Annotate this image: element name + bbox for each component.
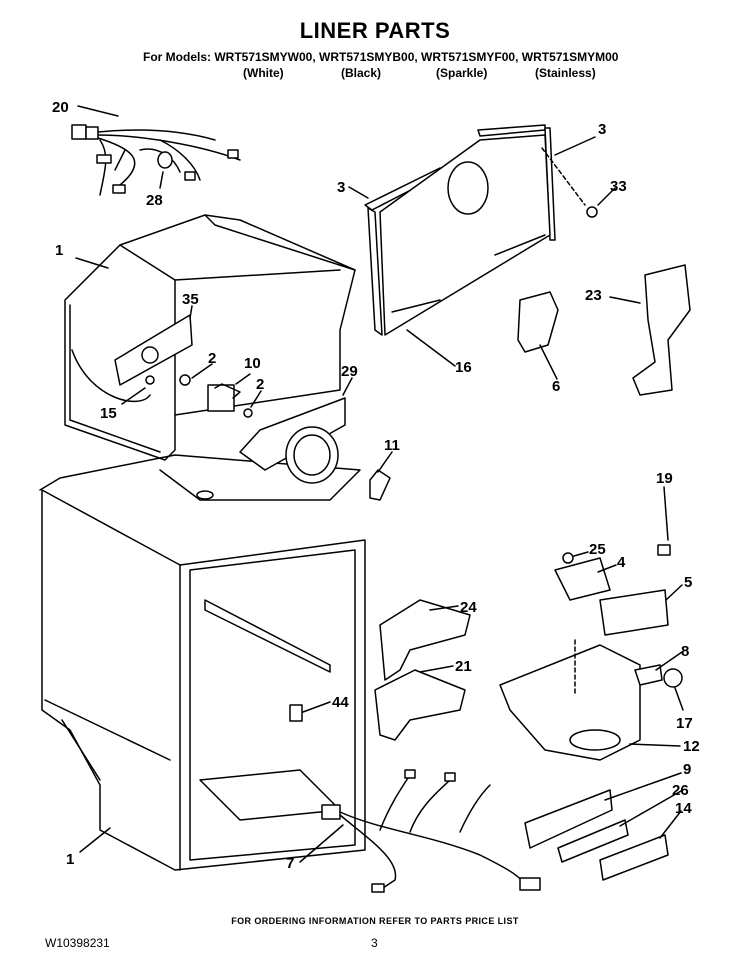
fresh-food-liner: [41, 489, 366, 871]
callout-10: 10: [244, 355, 261, 372]
crisper-supports: [289, 599, 471, 741]
variant-sparkle: (Sparkle): [436, 66, 488, 80]
callout-21: 21: [455, 658, 472, 675]
callout-2-lower: 2: [256, 376, 264, 393]
callout-7: 7: [286, 855, 294, 872]
page-number: 3: [371, 936, 378, 950]
variant-stainless: (Stainless): [535, 66, 596, 80]
callout-17: 17: [676, 715, 693, 732]
variant-white: (White): [243, 66, 284, 80]
document-number: W10398231: [45, 936, 110, 950]
callout-5: 5: [684, 574, 692, 591]
callout-2-upper: 2: [208, 350, 216, 367]
callout-3-right: 3: [598, 121, 606, 138]
callout-26: 26: [672, 782, 689, 799]
callout-25: 25: [589, 541, 606, 558]
callout-24: 24: [460, 599, 477, 616]
variant-black: (Black): [341, 66, 382, 80]
callout-19: 19: [656, 470, 673, 487]
control-panel: [524, 789, 669, 881]
freezer-liner: [39, 214, 361, 501]
callout-29: 29: [341, 363, 358, 380]
evaporator-cover: [364, 124, 598, 336]
evaporator-fan-assembly: [114, 314, 391, 501]
air-diffuser: [517, 291, 559, 353]
callout-35: 35: [182, 291, 199, 308]
callout-11: 11: [384, 437, 400, 454]
callout-33: 33: [610, 178, 627, 195]
callout-3-left: 3: [337, 179, 345, 196]
callout-20: 20: [52, 99, 69, 116]
page-title: LINER PARTS: [299, 18, 451, 43]
control-box-assembly: [499, 544, 683, 761]
callout-6: 6: [552, 378, 560, 395]
model-list: For Models: WRT571SMYW00, WRT571SMYB00, …: [143, 50, 619, 64]
callout-labels: 20 28 1 35 2 10 2 15 29 3 3 33 23 16 6 1…: [52, 99, 700, 872]
callout-1-freezer: 1: [55, 242, 63, 259]
callout-23: 23: [585, 287, 602, 304]
callout-14: 14: [675, 800, 692, 817]
leader-lines: [75, 105, 684, 863]
wire-harness-upper: [71, 124, 241, 196]
damper-assembly: [632, 264, 691, 396]
ordering-note: FOR ORDERING INFORMATION REFER TO PARTS …: [231, 916, 519, 926]
callout-9: 9: [683, 761, 691, 778]
callout-4: 4: [617, 554, 626, 571]
callout-8: 8: [681, 643, 689, 660]
callout-44: 44: [332, 694, 349, 711]
callout-28: 28: [146, 192, 163, 209]
callout-16: 16: [455, 359, 472, 376]
callout-15: 15: [100, 405, 117, 422]
wire-harness-lower: [321, 769, 541, 893]
callout-1-fresh-food: 1: [66, 851, 74, 868]
callout-12: 12: [683, 738, 700, 755]
